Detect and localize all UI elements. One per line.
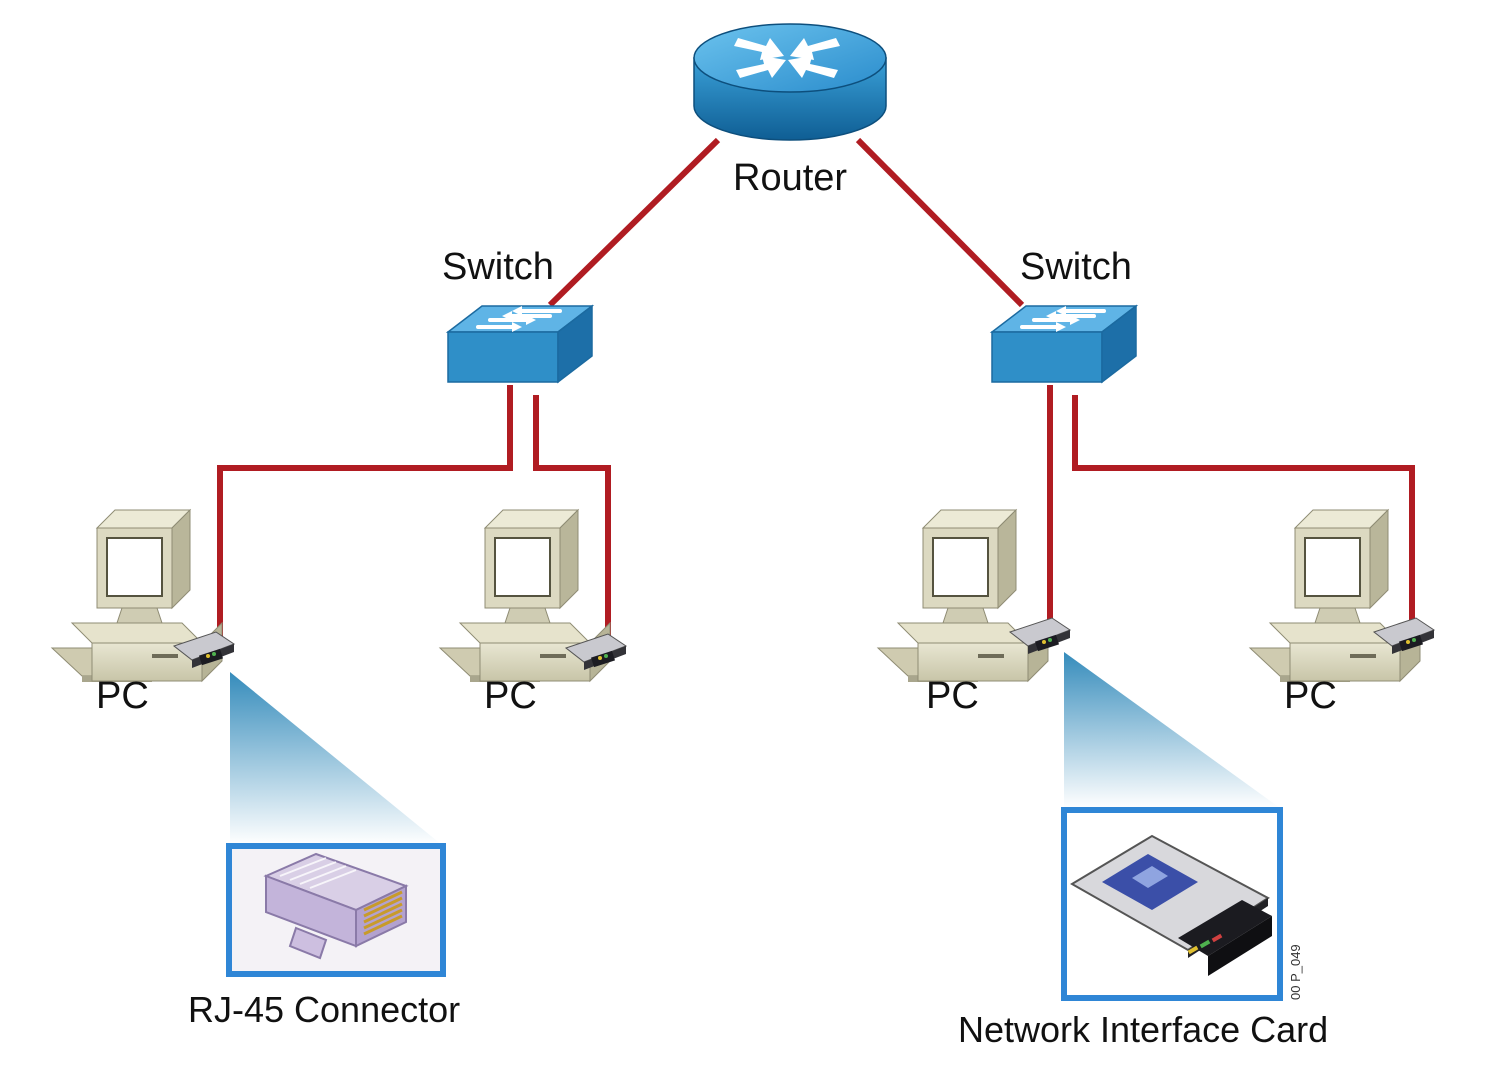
rj45-callout — [226, 843, 446, 977]
switch-left-icon — [446, 304, 594, 384]
cable-router-switch-right — [855, 137, 1025, 308]
nic-callout — [1061, 807, 1283, 1001]
pc-4-icon — [1249, 509, 1421, 683]
switch-right-label: Switch — [1020, 246, 1132, 288]
pc-3-label: PC — [926, 675, 979, 717]
rj45-callout-beam — [230, 672, 442, 845]
rj45-connector-icon — [263, 852, 409, 960]
cable-switch-right-pc-4 — [1072, 395, 1415, 630]
nic-card-icon — [1070, 834, 1272, 976]
figure-code: 00 P_049 — [1288, 944, 1303, 1000]
switch-right-icon — [990, 304, 1138, 384]
router-label: Router — [733, 157, 847, 199]
cables — [217, 137, 1415, 650]
pc-1-label: PC — [96, 675, 149, 717]
cable-switch-left-pc-1 — [217, 385, 513, 640]
pc-3-icon — [877, 509, 1049, 683]
pc-2-label: PC — [484, 675, 537, 717]
switch-left-label: Switch — [442, 246, 554, 288]
nic-callout-beam — [1064, 652, 1280, 808]
rj45-label: RJ-45 Connector — [188, 989, 460, 1030]
cable-router-switch-left — [547, 137, 721, 308]
pc-4-label: PC — [1284, 675, 1337, 717]
cable-switch-left-pc-2 — [533, 395, 611, 650]
nic-label: Network Interface Card — [958, 1009, 1328, 1050]
router-icon — [693, 23, 887, 141]
